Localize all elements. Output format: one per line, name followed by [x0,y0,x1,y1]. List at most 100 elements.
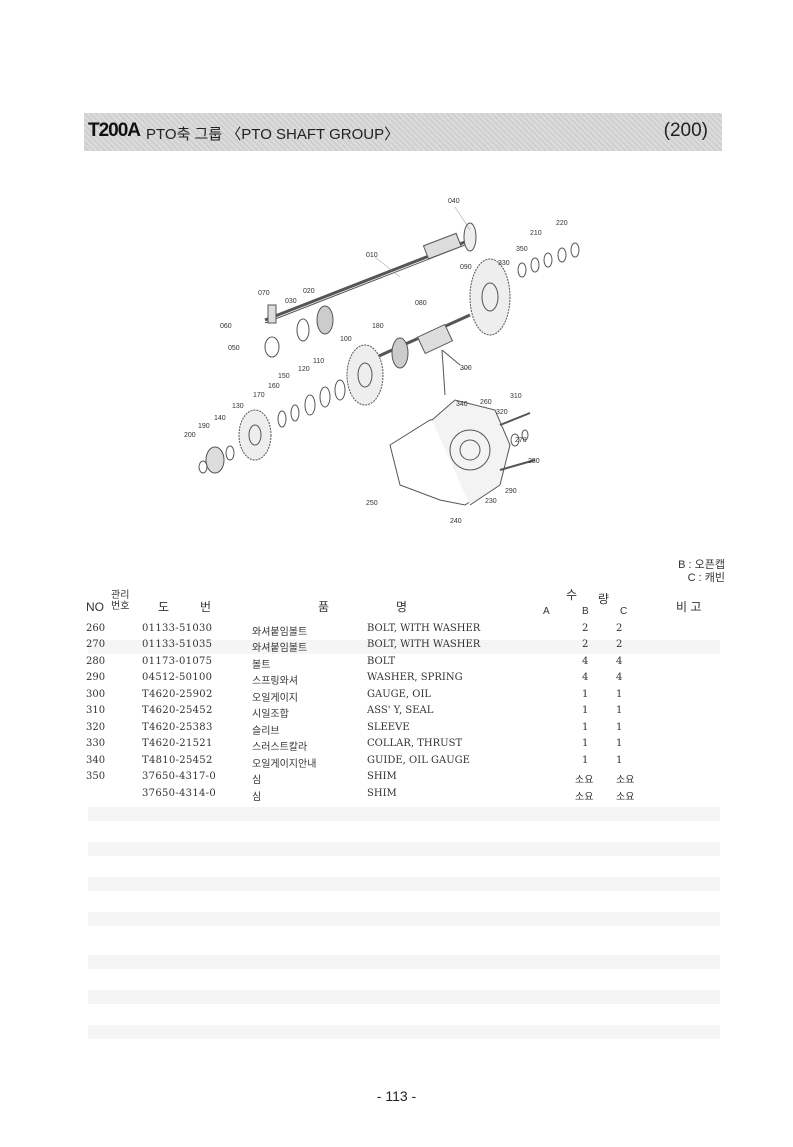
callout-label: 200 [184,432,196,439]
row-no: 270 [86,639,106,650]
col-header-remarks: 비 고 [676,600,702,614]
callout-label: 250 [366,500,378,507]
row-name-kr: 볼트 [252,660,271,671]
ghost-row [88,807,720,821]
row-qty-c: 1 [616,738,623,749]
row-name-kr: 시일조합 [252,709,289,720]
row-qty-c: 소요 [616,775,635,786]
row-qty-b: 4 [582,672,589,683]
group-title: PTO축 그룹 〈PTO SHAFT GROUP〉 [146,126,400,143]
exploded-parts-diagram: 040 220 210 350 010 330 090 070 020 030 … [184,198,580,525]
table-row: 300 T4620-25902 오일게이지 GAUGE, OIL 1 1 [0,689,793,705]
table-row: 260 01133-51030 와셔붙임볼트 BOLT, WITH WASHER… [0,623,793,639]
callout-label: 080 [415,300,427,307]
table-row: 280 01173-01075 볼트 BOLT 4 4 [0,656,793,672]
row-part-number: T4620-21521 [142,738,213,749]
callout-label: 130 [232,403,244,410]
row-name-en: SHIM [367,771,397,782]
row-part-number: 01133-51035 [142,639,213,650]
row-qty-b: 1 [582,689,589,700]
row-no: 340 [86,755,106,766]
table-row: 37650-4314-0 심 SHIM 소요 소요 [0,788,793,804]
row-name-en: ASS' Y, SEAL [367,705,434,716]
row-qty-c: 1 [616,689,623,700]
callout-label: 330 [498,260,510,267]
ghost-row [88,912,720,926]
callout-label: 340 [456,401,468,408]
row-qty-b: 1 [582,738,589,749]
callout-label: 280 [528,458,540,465]
callout-label: 300 [460,365,472,372]
table-row: 290 04512-50100 스프링와셔 WASHER, SPRING 4 4 [0,672,793,688]
table-row: 320 T4620-25383 슬리브 SLEEVE 1 1 [0,722,793,738]
row-qty-b: 2 [582,623,589,634]
col-header-qty-1: 수 [566,588,578,602]
row-qty-b: 2 [582,639,589,650]
callout-label: 030 [285,298,297,305]
row-qty-c: 2 [616,639,623,650]
callout-label: 150 [278,373,290,380]
row-qty-b: 소요 [575,792,594,803]
row-name-kr: 심 [252,775,262,786]
row-name-en: BOLT [367,656,396,667]
ghost-row [88,640,720,654]
group-number: (200) [663,120,708,141]
callout-label: 240 [450,518,462,525]
page-number: - 113 - [376,1088,417,1104]
col-header-c: C [620,606,628,617]
row-part-number: 37650-4314-0 [142,788,216,799]
callout-label: 260 [480,399,492,406]
callout-label: 100 [340,336,352,343]
callout-label: 180 [372,323,384,330]
row-qty-c: 2 [616,623,623,634]
row-name-kr: 와셔붙임볼트 [252,643,308,654]
callout-label: 050 [228,345,240,352]
row-part-number: 37650-4317-0 [142,771,216,782]
table-row: 310 T4620-25452 시일조합 ASS' Y, SEAL 1 1 [0,705,793,721]
ghost-row [88,877,720,891]
callout-label: 350 [516,246,528,253]
row-part-number: T4810-25452 [142,755,213,766]
callout-label: 220 [556,220,568,227]
callout-label: 010 [366,252,378,259]
row-qty-b: 1 [582,755,589,766]
row-no: 260 [86,623,106,634]
row-no: 330 [86,738,106,749]
callout-label: 290 [505,488,517,495]
col-header-number: 번 [200,600,212,614]
table-row: 270 01133-51035 와셔붙임볼트 BOLT, WITH WASHER… [0,639,793,655]
callout-label: 160 [268,383,280,390]
row-no: 300 [86,689,106,700]
callout-label: 060 [220,323,232,330]
row-name-kr: 스러스트칼라 [252,742,308,753]
row-qty-c: 1 [616,705,623,716]
callout-label: 070 [258,290,270,297]
row-name-en: SHIM [367,788,397,799]
legend-c: C : 캐빈 [687,572,725,584]
callout-label: 210 [530,230,542,237]
row-part-number: 01133-51030 [142,623,213,634]
row-part-number: T4620-25383 [142,722,213,733]
callout-label: 310 [510,393,522,400]
row-no: 350 [86,771,106,782]
row-name-kr: 와셔붙임볼트 [252,627,308,638]
row-name-kr: 심 [252,792,262,803]
row-qty-c: 소요 [616,792,635,803]
col-header-item: 품 [318,600,330,614]
row-part-number: T4620-25902 [142,689,213,700]
callout-label: 090 [460,264,472,271]
row-qty-b: 4 [582,656,589,667]
row-name-en: WASHER, SPRING [367,672,463,683]
callout-label: 140 [214,415,226,422]
legend-b: B : 오픈캡 [678,559,725,571]
row-qty-c: 4 [616,672,623,683]
col-header-mgmt: 관리 번호 [111,590,130,612]
model-code: T200A [88,120,141,141]
ghost-row [88,990,720,1004]
row-qty-c: 1 [616,722,623,733]
col-header-drawing: 도 [158,600,170,614]
callout-label: 270 [515,437,527,444]
row-name-kr: 슬리브 [252,726,280,737]
callout-label: 230 [485,498,497,505]
table-row: 340 T4810-25452 오일게이지안내 GUIDE, OIL GAUGE… [0,755,793,771]
